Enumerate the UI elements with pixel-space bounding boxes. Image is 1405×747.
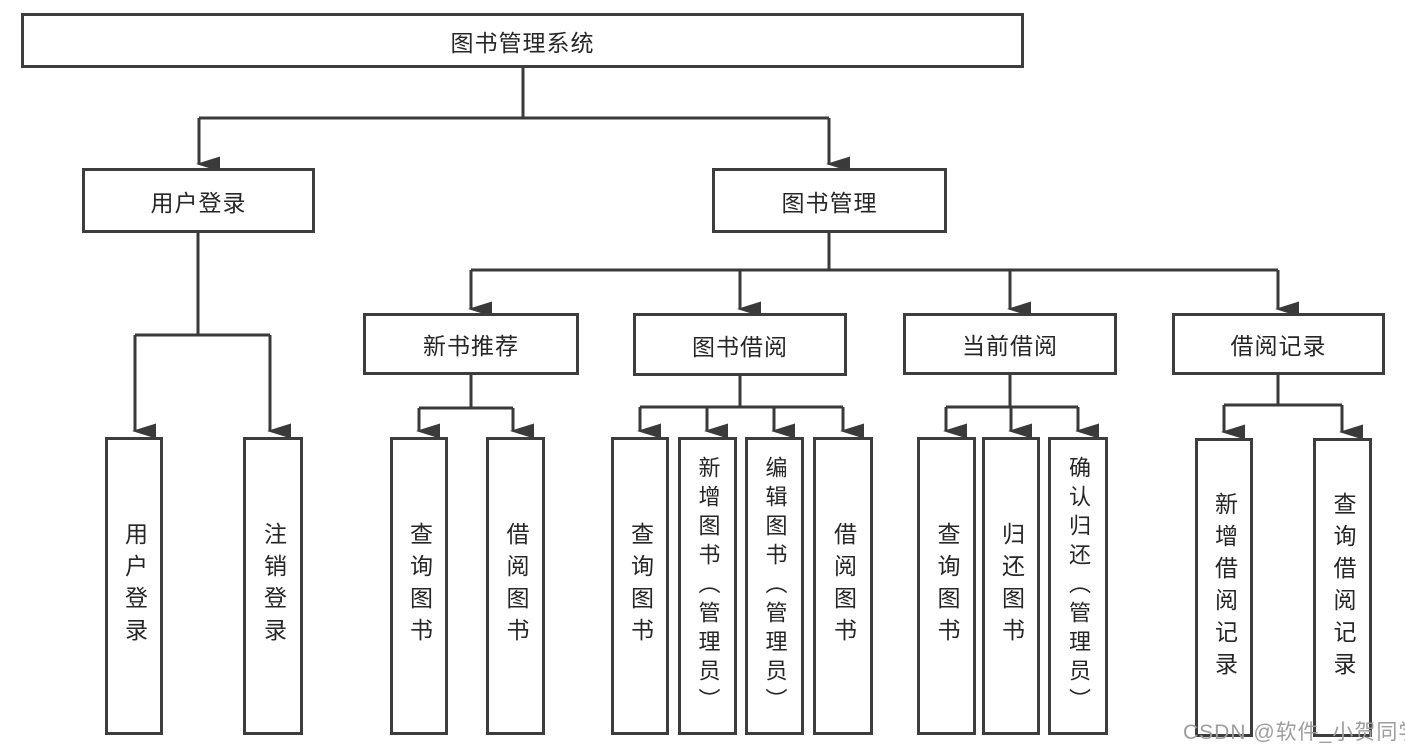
leaf-borrow-book: 借阅图书: [813, 437, 873, 735]
leaf-borrow-query-book: 查询图书: [611, 437, 669, 735]
node-current-borrow: 当前借阅: [903, 313, 1117, 375]
leaf-recommend-borrow-book: 借阅图书: [486, 437, 545, 735]
node-root-system: 图书管理系统: [21, 13, 1024, 68]
node-book-borrow: 图书借阅: [633, 313, 847, 376]
leaf-edit-book-admin: 编辑图书（管理员）: [745, 437, 804, 735]
csdn-watermark: CSDN @软件_小贺同学: [1183, 721, 1405, 744]
leaf-logout: 注销登录: [243, 437, 303, 735]
leaf-current-query-book: 查询图书: [917, 437, 976, 735]
leaf-query-borrow-record: 查询借阅记录: [1313, 438, 1372, 737]
leaf-confirm-return-admin: 确认归还（管理员）: [1048, 437, 1108, 735]
node-borrow-records: 借阅记录: [1172, 313, 1385, 375]
leaf-add-book-admin: 新增图书（管理员）: [678, 437, 737, 735]
leaf-recommend-query-book: 查询图书: [390, 437, 448, 735]
node-book-management: 图书管理: [712, 168, 947, 233]
leaf-add-borrow-record: 新增借阅记录: [1195, 438, 1253, 737]
node-user-login: 用户登录: [82, 168, 315, 233]
leaf-user-login: 用户登录: [105, 437, 163, 735]
leaf-return-book: 归还图书: [982, 437, 1040, 735]
node-new-book-recommend: 新书推荐: [363, 313, 579, 375]
